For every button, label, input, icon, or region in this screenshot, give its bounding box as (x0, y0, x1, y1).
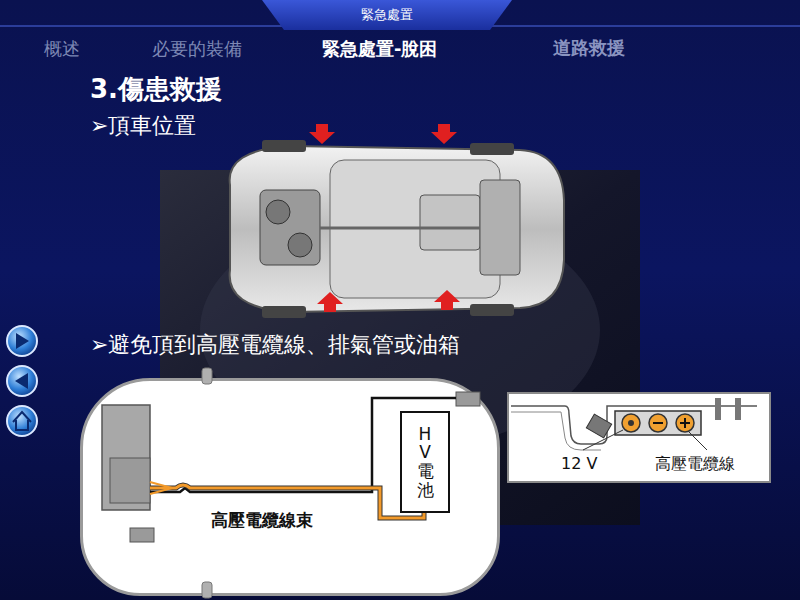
arrow-up (317, 292, 343, 312)
harness-label: 高壓電纜線束 (211, 509, 313, 532)
car-outline: 高壓電纜線束 HV電池 (80, 378, 500, 596)
arrow-down (309, 124, 335, 144)
bullet-heading: ➢避免頂到高壓電纜線、排氣管或油箱 (90, 330, 460, 360)
wheel-tab (202, 368, 212, 384)
terminal (622, 414, 640, 432)
panel-inner (511, 412, 601, 450)
engine-part (288, 233, 312, 257)
nav-tab: 概述 (44, 37, 80, 61)
terminal (676, 414, 694, 432)
tab-trapezoid (262, 0, 512, 30)
next-icon (16, 333, 29, 349)
tab-text: 緊急處置 (361, 6, 413, 24)
terminal-sign (684, 418, 686, 428)
hv-battery-box: HV電池 (400, 411, 450, 513)
cable-label: 高壓電纜線 (655, 454, 735, 475)
engine-lower (110, 458, 150, 503)
clamp (586, 414, 611, 438)
engine-block (102, 405, 150, 510)
engine-part (266, 200, 290, 224)
header-tab: 緊急處置 (262, 0, 512, 30)
slide-title: 3.傷患救援 (90, 72, 222, 107)
terminal-sign (653, 422, 663, 424)
wheel (470, 143, 514, 155)
cable-fan (150, 482, 172, 494)
car-body (230, 146, 564, 312)
fuel-tank (420, 195, 480, 250)
wheel-tab (202, 582, 212, 598)
voltage-label: 12 V (561, 454, 597, 473)
next-button (7, 326, 37, 356)
prev-icon (15, 373, 28, 389)
hv-battery-pack (480, 180, 520, 275)
nav-tab: 道路救援 (553, 36, 625, 60)
driveshaft (320, 227, 480, 230)
bolt (715, 398, 721, 420)
wheel (470, 304, 514, 316)
small-box (130, 528, 154, 542)
jack-arrows (309, 124, 460, 312)
nav-tab-active: 緊急處置-脫困 (322, 37, 437, 61)
vertical-text: HV電池 (417, 425, 434, 500)
arrow-down (431, 124, 457, 144)
home-button (7, 406, 37, 436)
home-icon (13, 412, 31, 430)
inset-box: 12 V 高壓電纜線 (507, 392, 771, 483)
wheel (262, 306, 306, 318)
terminal-center (628, 420, 634, 426)
nav-buttons (7, 326, 37, 436)
bullet-heading: ➢頂車位置 (90, 111, 196, 141)
arrow-up (434, 290, 460, 310)
car-top-view (230, 140, 564, 318)
nav-tab: 必要的裝備 (152, 37, 242, 61)
engine (260, 190, 320, 265)
terminal (649, 414, 667, 432)
wheel (262, 140, 306, 152)
leader-line (689, 432, 707, 450)
leader-line (583, 430, 623, 450)
prev-button (7, 366, 37, 396)
small-box (456, 392, 480, 406)
terminal-block (615, 411, 701, 435)
bolt (735, 398, 741, 420)
